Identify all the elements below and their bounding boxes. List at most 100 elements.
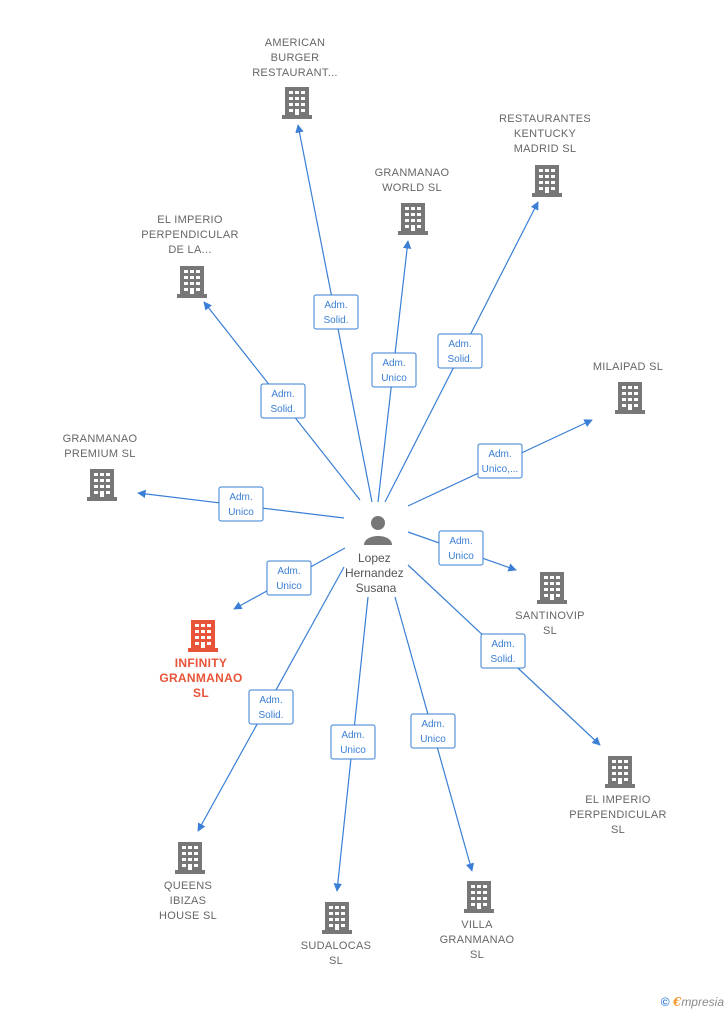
building-icon <box>282 87 312 119</box>
role-badge[interactable]: Adm. Solid. <box>313 294 359 330</box>
role-badge-box <box>371 352 417 388</box>
empresia-logo-icon: € <box>672 995 682 1009</box>
relation-edge-restaurantes-kentucky: Adm.Solid. <box>384 201 539 503</box>
building-icon <box>87 469 117 501</box>
building-icon <box>322 902 352 934</box>
company-name-line: BURGER <box>271 52 320 64</box>
company-name-line: GRANMANAO <box>63 433 138 445</box>
company-name-line: RESTAURANTES <box>499 113 591 125</box>
company-name-line: PERPENDICULAR <box>141 229 238 241</box>
company-node-sudalocas[interactable]: SUDALOCAS SL <box>301 902 372 967</box>
company-name-line: VILLA <box>461 919 493 931</box>
role-text: Unico <box>448 551 474 562</box>
role-badge-box <box>438 530 484 566</box>
role-badge[interactable]: Adm. Unico <box>410 713 456 749</box>
role-text: Adm. <box>229 492 252 503</box>
company-name-line: PREMIUM SL <box>64 448 135 460</box>
person-name: Lopez Hernandez Susana <box>345 551 407 595</box>
role-text: Solid. <box>490 654 515 665</box>
role-badge[interactable]: Adm.Solid. <box>480 633 526 669</box>
role-text: Solid. <box>323 315 348 326</box>
role-badge[interactable]: Adm.Unico <box>438 530 484 566</box>
role-badge[interactable]: Adm.Solid. <box>437 333 483 369</box>
company-node-granmanao-premium[interactable]: GRANMANAO PREMIUM SL <box>63 433 138 501</box>
company-name-line: INFINITY <box>175 656 227 670</box>
role-badge[interactable]: Adm.Unico <box>330 724 376 760</box>
building-icon <box>615 382 645 414</box>
company-name: EL IMPERIO PERPENDICULAR SL <box>569 794 666 836</box>
company-name-line: HOUSE SL <box>159 910 217 922</box>
building-icon <box>175 842 205 874</box>
role-text: Unico <box>381 373 407 384</box>
person-name-line: Lopez <box>358 551 391 565</box>
brand-footer: © €mpresia <box>661 995 724 1009</box>
relation-edge-santinovip: Adm.Unico <box>407 530 517 572</box>
role-text: Adm. <box>421 719 444 730</box>
role-text: Adm. <box>341 730 364 741</box>
role-text: Unico <box>228 507 254 518</box>
role-badge[interactable]: Adm.Solid. <box>260 383 306 419</box>
company-name-line: SL <box>611 824 625 836</box>
relation-edge-villa-granmanao: Adm. Unico <box>394 596 474 872</box>
person-name-line: Susana <box>356 581 397 595</box>
role-text: Unico <box>420 734 446 745</box>
company-name-line: DE LA... <box>168 244 211 256</box>
relation-edge-el-imperio-de-la: Adm. Solid. <box>203 301 361 501</box>
relation-edge-sudalocas: Adm.Unico <box>330 596 376 892</box>
role-badge[interactable]: Adm.Unico,... <box>477 443 523 479</box>
role-badge[interactable]: Adm. Unico <box>218 486 264 522</box>
relation-edge-milaipad: Adm.Unico,... <box>407 419 593 507</box>
brand-name: mpresia <box>681 995 724 1009</box>
role-text: Solid. <box>258 710 283 721</box>
company-name-line: SL <box>329 955 343 967</box>
role-badge-box <box>248 689 294 725</box>
person-node[interactable]: Lopez Hernandez Susana <box>345 516 407 595</box>
company-name-line: EL IMPERIO <box>585 794 651 806</box>
company-name-line: PERPENDICULAR <box>569 809 666 821</box>
role-badge-box <box>218 486 264 522</box>
role-badge[interactable]: Adm. Solid. <box>248 689 294 725</box>
role-badge[interactable]: Adm.Unico <box>266 560 312 596</box>
company-name-line: GRANMANAO <box>440 934 515 946</box>
company-name-line: SUDALOCAS <box>301 940 372 952</box>
role-badge[interactable]: Adm.Unico <box>371 352 417 388</box>
role-text: Adm. <box>259 695 282 706</box>
company-name-line: GRANMANAO <box>159 671 242 685</box>
role-text: Adm. <box>324 300 347 311</box>
role-badge-box <box>480 633 526 669</box>
relation-edge-granmanao-world: Adm.Unico <box>371 240 417 503</box>
company-name-line: GRANMANAO <box>375 167 450 179</box>
role-text: Adm. <box>448 339 471 350</box>
company-name-line: SANTINOVIP <box>515 610 585 622</box>
relation-edge-granmanao-premium: Adm. Unico <box>137 486 345 522</box>
role-badge-box <box>260 383 306 419</box>
role-badge-box <box>313 294 359 330</box>
building-icon <box>398 203 428 235</box>
person-name-line: Hernandez <box>345 566 404 580</box>
relation-edge-queens-ibizas: Adm. Solid. <box>197 566 345 832</box>
company-node-el-imperio-perpendicular[interactable]: EL IMPERIO PERPENDICULAR SL <box>569 756 666 836</box>
role-badge-box <box>477 443 523 479</box>
company-name: SANTINOVIP SL <box>515 610 585 637</box>
company-node-santinovip[interactable]: SANTINOVIP SL <box>515 572 585 637</box>
role-text: Unico,... <box>482 464 519 475</box>
company-name: GRANMANAO PREMIUM SL <box>63 433 138 460</box>
company-node-milaipad[interactable]: MILAIPAD SL <box>593 361 663 414</box>
company-name: MILAIPAD SL <box>593 361 663 373</box>
building-icon <box>188 620 218 652</box>
building-icon <box>532 165 562 197</box>
role-badge-box <box>410 713 456 749</box>
company-name-line: SL <box>543 625 557 637</box>
